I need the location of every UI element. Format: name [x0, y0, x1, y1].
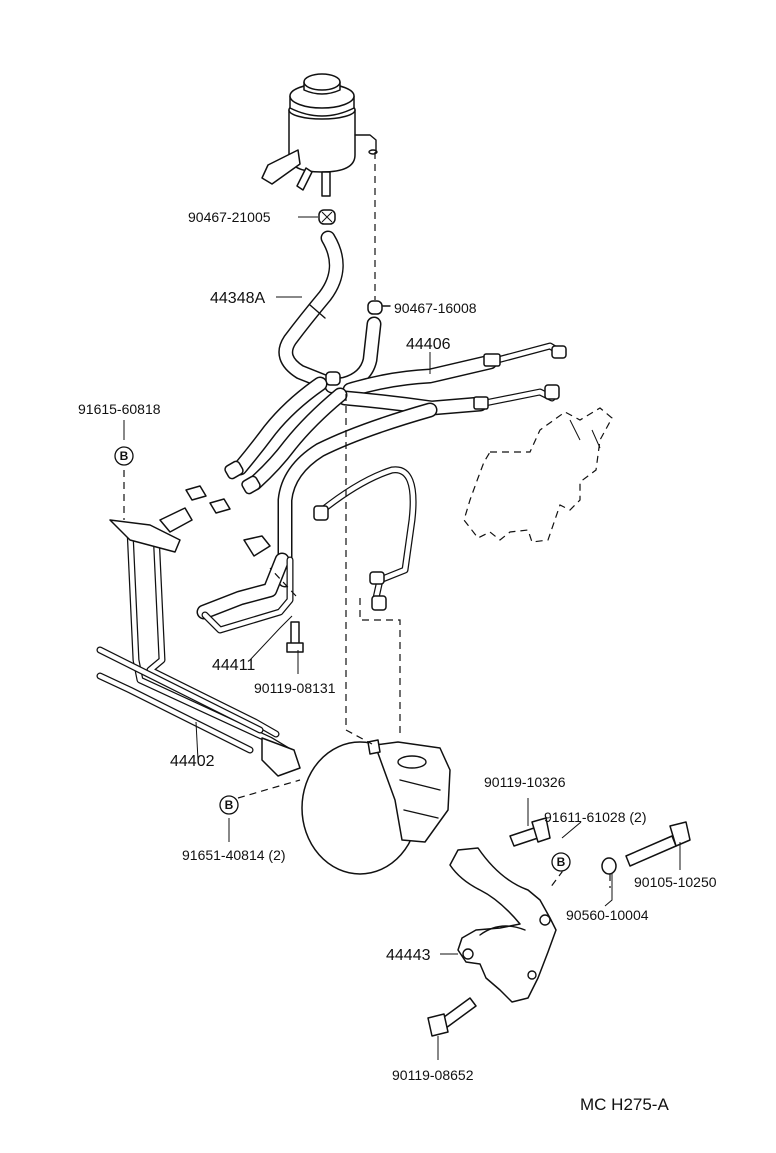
label-91611-61028: 91611-61028 (2)	[544, 809, 646, 825]
leader-lines	[123, 216, 681, 1060]
bolt-90105-10250	[625, 821, 691, 867]
power-steering-pump	[301, 739, 451, 875]
bolt-90119-08131	[286, 621, 304, 653]
label-91615-60818: 91615-60818	[78, 401, 161, 417]
bolt-mark-91651: B	[219, 795, 239, 815]
bolt-mark-text-2: B	[225, 798, 234, 812]
part-labels: 90467-21005 44348A 90467-16008 44406 916…	[78, 209, 717, 1083]
label-44406: 44406	[406, 336, 451, 353]
tube-44411	[196, 535, 294, 634]
diagram-code: MC H275-A	[580, 1095, 669, 1114]
label-90467-16008: 90467-16008	[394, 300, 477, 316]
bolt-mark-text-1: B	[120, 449, 129, 463]
label-44402: 44402	[170, 753, 215, 770]
return-hose-44348A	[278, 230, 344, 390]
hose-clip-90467-21005	[318, 209, 336, 225]
steering-gear-outline	[463, 407, 613, 543]
bracket-44443	[449, 847, 557, 1003]
label-90105-10250: 90105-10250	[634, 874, 717, 890]
bolt-90119-08652	[427, 997, 477, 1037]
label-91651-40814: 91651-40814 (2)	[182, 847, 286, 863]
hose-clip-90467-16008	[367, 300, 391, 315]
suction-hose	[324, 316, 382, 394]
bolt-mark-91611: B	[551, 852, 571, 872]
bolt-mark-text-3: B	[557, 855, 566, 869]
label-44411: 44411	[212, 657, 255, 674]
bolt-mark-91615: B	[114, 446, 134, 466]
return-hoses	[185, 376, 348, 514]
reference-lines	[123, 152, 611, 889]
label-90119-08131: 90119-08131	[254, 680, 336, 696]
cooler-tubes-44402	[96, 507, 301, 777]
bolt-90119-10326	[509, 817, 551, 847]
label-44443: 44443	[386, 947, 431, 964]
label-90560-10004: 90560-10004	[566, 907, 649, 923]
pump-hose	[277, 402, 438, 611]
label-90119-08652: 90119-08652	[392, 1067, 474, 1083]
pressure-hose-44406	[337, 342, 567, 416]
label-90119-10326: 90119-10326	[484, 774, 566, 790]
reservoir-tank	[261, 73, 378, 197]
label-44348A: 44348A	[210, 290, 265, 307]
label-90467-21005: 90467-21005	[188, 209, 271, 225]
washer-90560-10004	[601, 857, 617, 875]
